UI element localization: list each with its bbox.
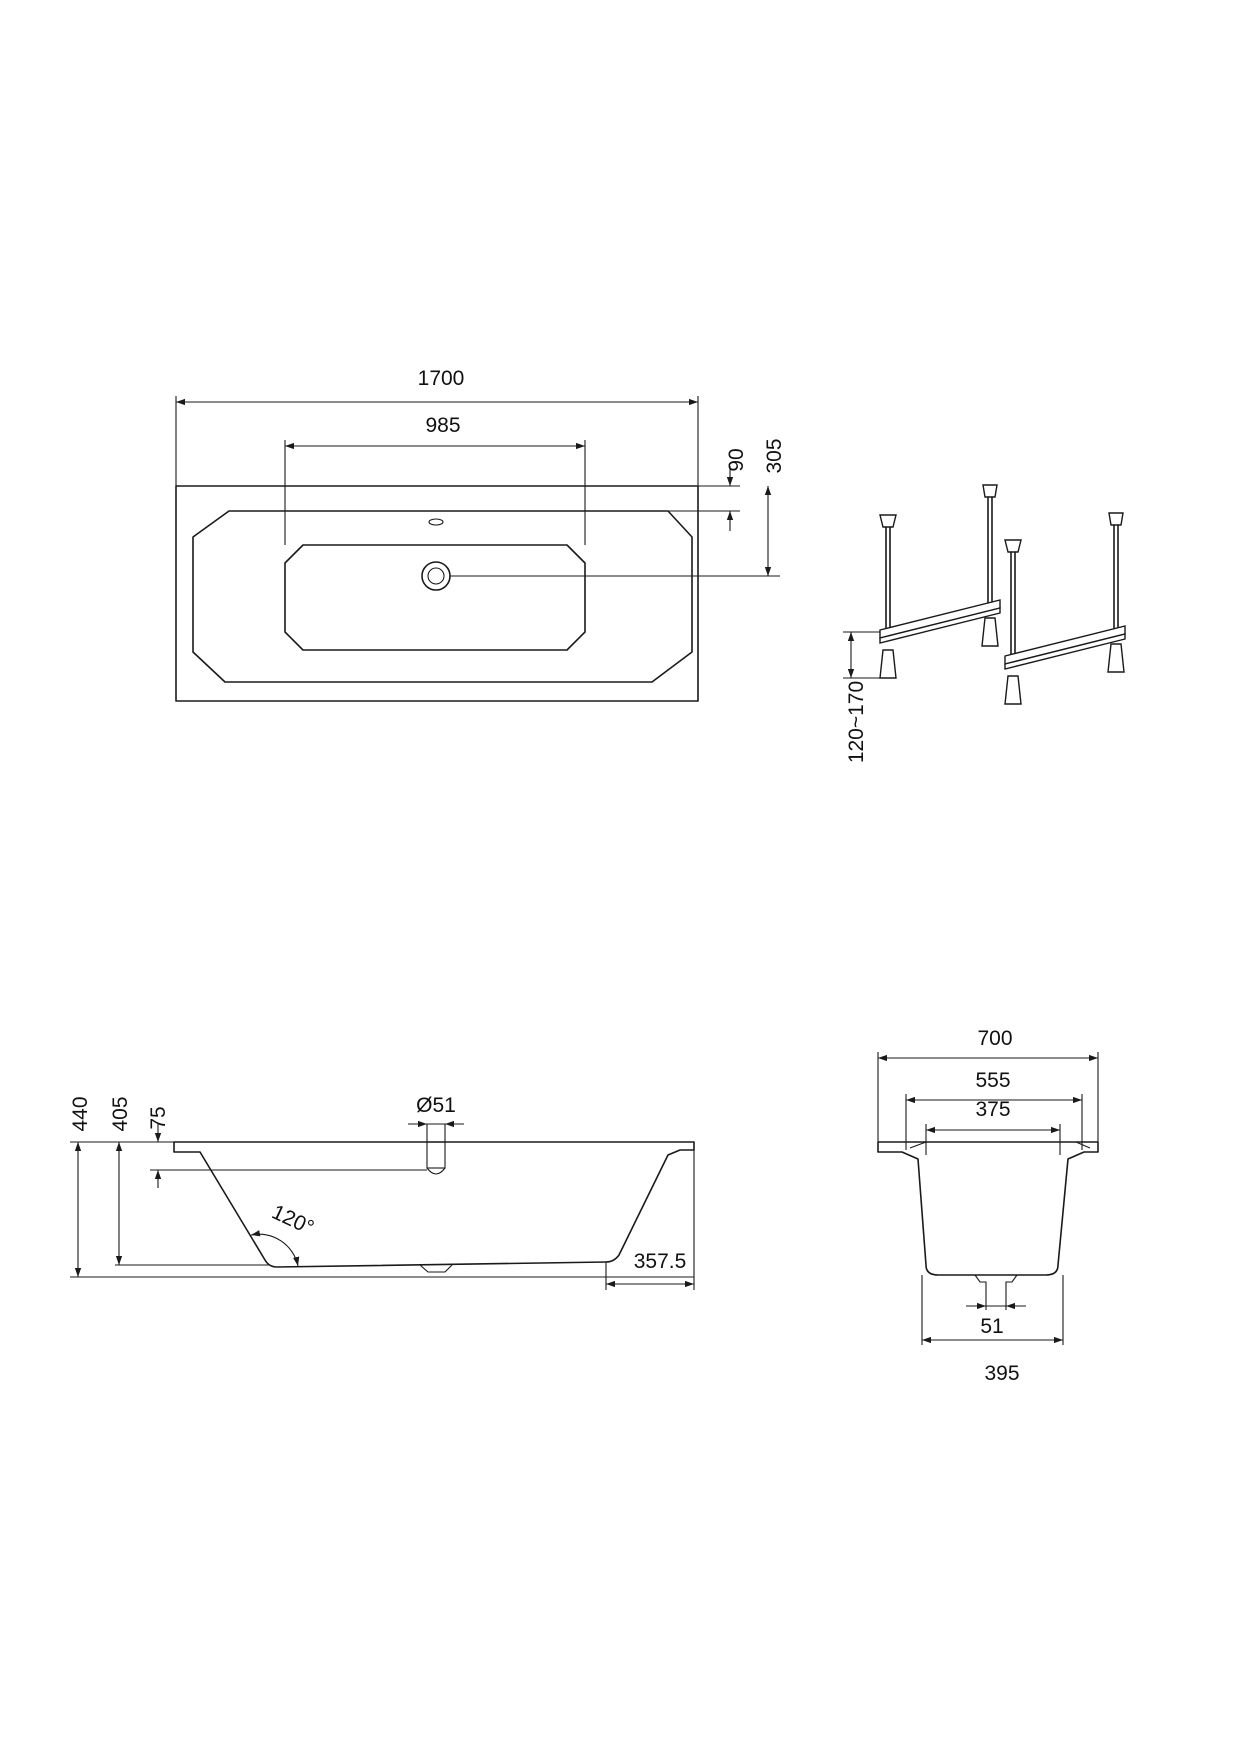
end-section: 700 555 375 51 395	[877, 1027, 1099, 1385]
support-rail	[1004, 625, 1126, 665]
dim-inner-depth: 405	[109, 1096, 132, 1131]
dim-rim-width: 555	[975, 1069, 1010, 1092]
plan-view: 1700 985 90 305	[175, 367, 786, 702]
overflow-pipe	[426, 1141, 446, 1169]
dim-end-offset: 357.5	[634, 1250, 687, 1273]
dim-top-inner-width: 375	[975, 1098, 1010, 1121]
dim-angle: 120°	[268, 1201, 317, 1240]
leg-frame-assembly: 120~170	[843, 484, 1126, 763]
leg-rod	[879, 514, 897, 679]
angle-arc	[250, 1230, 300, 1267]
support-rail	[879, 599, 1001, 639]
overflow-icon	[428, 518, 444, 526]
dim-overall-height: 440	[69, 1096, 92, 1131]
dim-overall-width: 700	[977, 1027, 1012, 1050]
bath-floor-outline	[284, 544, 586, 651]
dim-base-width: 395	[984, 1362, 1019, 1385]
dim-leg-height-range: 120~170	[845, 681, 868, 763]
leg-rod	[1107, 512, 1125, 673]
waste-outlet	[974, 1274, 1018, 1310]
side-section: 440 405 75 Ø51 120° 357.5	[69, 1094, 695, 1290]
dim-drain-offset-edge: 90	[725, 448, 748, 471]
bath-inner-basin	[192, 510, 693, 683]
dim-overflow-diameter: Ø51	[416, 1094, 456, 1117]
leg-rod	[1004, 539, 1022, 705]
drain-icon	[421, 561, 451, 591]
bath-side-profile	[173, 1141, 695, 1268]
bath-end-profile	[877, 1141, 1099, 1276]
dim-overall-length: 1700	[418, 367, 465, 390]
dim-drain-offset-center: 305	[763, 438, 786, 473]
leg-rod	[981, 484, 999, 647]
bath-outer-rim	[175, 485, 699, 702]
dim-waste-diameter: 51	[980, 1315, 1003, 1338]
dim-overflow-depth: 75	[147, 1106, 170, 1129]
dim-inner-length: 985	[425, 414, 460, 437]
